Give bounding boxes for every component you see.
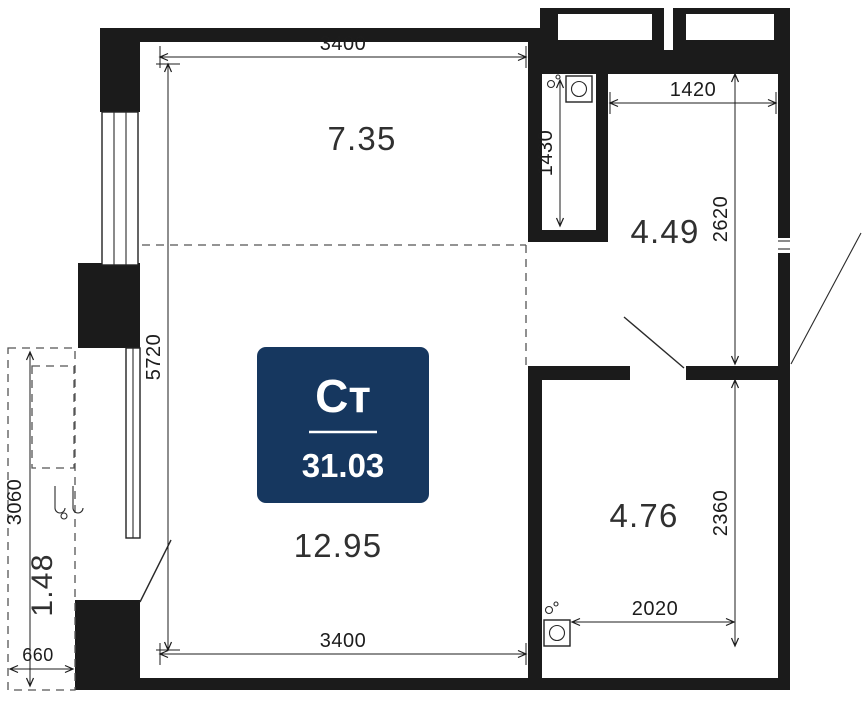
window-left bbox=[101, 111, 139, 266]
wall-segment bbox=[78, 263, 140, 348]
dim-left-height: 5720 bbox=[143, 62, 180, 652]
area-label-main-room: 12.95 bbox=[294, 527, 383, 564]
dim-label: 660 bbox=[22, 645, 54, 665]
wall-segment bbox=[778, 366, 790, 678]
dim-label: 3400 bbox=[320, 630, 367, 652]
dim-label: 1430 bbox=[535, 130, 557, 177]
wall-segment bbox=[528, 366, 630, 380]
dim-label: 2620 bbox=[710, 196, 732, 243]
wall-segment bbox=[686, 366, 790, 380]
dim-bottom-right-height: 2360 bbox=[710, 378, 740, 648]
dim-niche-height: 1430 bbox=[535, 78, 565, 228]
wall-hooks-icon bbox=[54, 486, 84, 520]
total-area-badge: Ст 31.03 bbox=[257, 347, 429, 503]
washer-drum bbox=[570, 80, 588, 98]
dim-balcony-width: 660 bbox=[8, 645, 75, 674]
wall-segment bbox=[778, 253, 790, 366]
wall-segment bbox=[75, 678, 790, 690]
wall-segment bbox=[528, 28, 542, 242]
badge-total-area: 31.03 bbox=[302, 447, 385, 484]
dim-label: 3400 bbox=[320, 33, 367, 55]
area-label-top-room: 7.35 bbox=[327, 120, 396, 157]
washer-drum bbox=[548, 624, 566, 642]
dim-label: 3060 bbox=[4, 479, 26, 526]
shaft-opening bbox=[686, 14, 774, 40]
plumbing-point bbox=[544, 605, 554, 615]
hook-shape bbox=[54, 486, 66, 514]
plumbing-point bbox=[546, 79, 556, 89]
door-leaf-hall bbox=[623, 316, 685, 369]
window-right bbox=[778, 240, 790, 250]
wall-segment bbox=[778, 74, 790, 238]
wall-segment bbox=[528, 380, 542, 678]
plumbing-point bbox=[555, 74, 561, 80]
area-label-bottom-right-room: 4.76 bbox=[609, 497, 678, 534]
badge-background bbox=[257, 347, 429, 503]
shaft-opening bbox=[558, 14, 652, 40]
area-label-balcony: 1.48 bbox=[26, 553, 59, 616]
area-label-hall: 4.49 bbox=[630, 213, 699, 250]
washing-machine-icon bbox=[543, 601, 571, 647]
balcony-dashed-area bbox=[31, 365, 75, 469]
dim-hall-height: 2620 bbox=[710, 72, 740, 366]
dim-balcony-height: 3060 bbox=[4, 350, 35, 688]
door-leaf-balcony bbox=[139, 539, 172, 603]
wall-segment bbox=[75, 600, 140, 690]
shaft-opening bbox=[664, 8, 673, 50]
hook-dot bbox=[60, 512, 68, 520]
balcony-outline bbox=[7, 347, 76, 691]
dim-label: 1420 bbox=[670, 79, 717, 101]
plumbing-point bbox=[553, 601, 559, 607]
dim-bottom-width: 3400 bbox=[158, 630, 528, 665]
dim-bottom-right-width: 2020 bbox=[570, 598, 736, 627]
dim-label: 5720 bbox=[143, 334, 165, 381]
window-frame bbox=[101, 111, 139, 266]
washer-body bbox=[543, 619, 571, 647]
washer-body bbox=[565, 75, 593, 103]
balcony-glazing bbox=[125, 347, 141, 539]
dim-label: 2360 bbox=[710, 490, 732, 537]
wall-segment bbox=[138, 28, 538, 42]
dim-label: 2020 bbox=[632, 598, 679, 620]
adjacent-structure-line bbox=[790, 232, 862, 365]
shaft-openings bbox=[558, 8, 774, 50]
wall-segment bbox=[100, 28, 140, 112]
walls bbox=[75, 8, 790, 690]
wall-segment bbox=[596, 74, 608, 242]
dim-hall-width: 1420 bbox=[608, 79, 778, 114]
badge-type-label: Ст bbox=[315, 370, 371, 422]
wall-segment bbox=[542, 230, 608, 242]
hook-shape bbox=[72, 486, 84, 514]
washing-machine-icon bbox=[546, 74, 593, 103]
